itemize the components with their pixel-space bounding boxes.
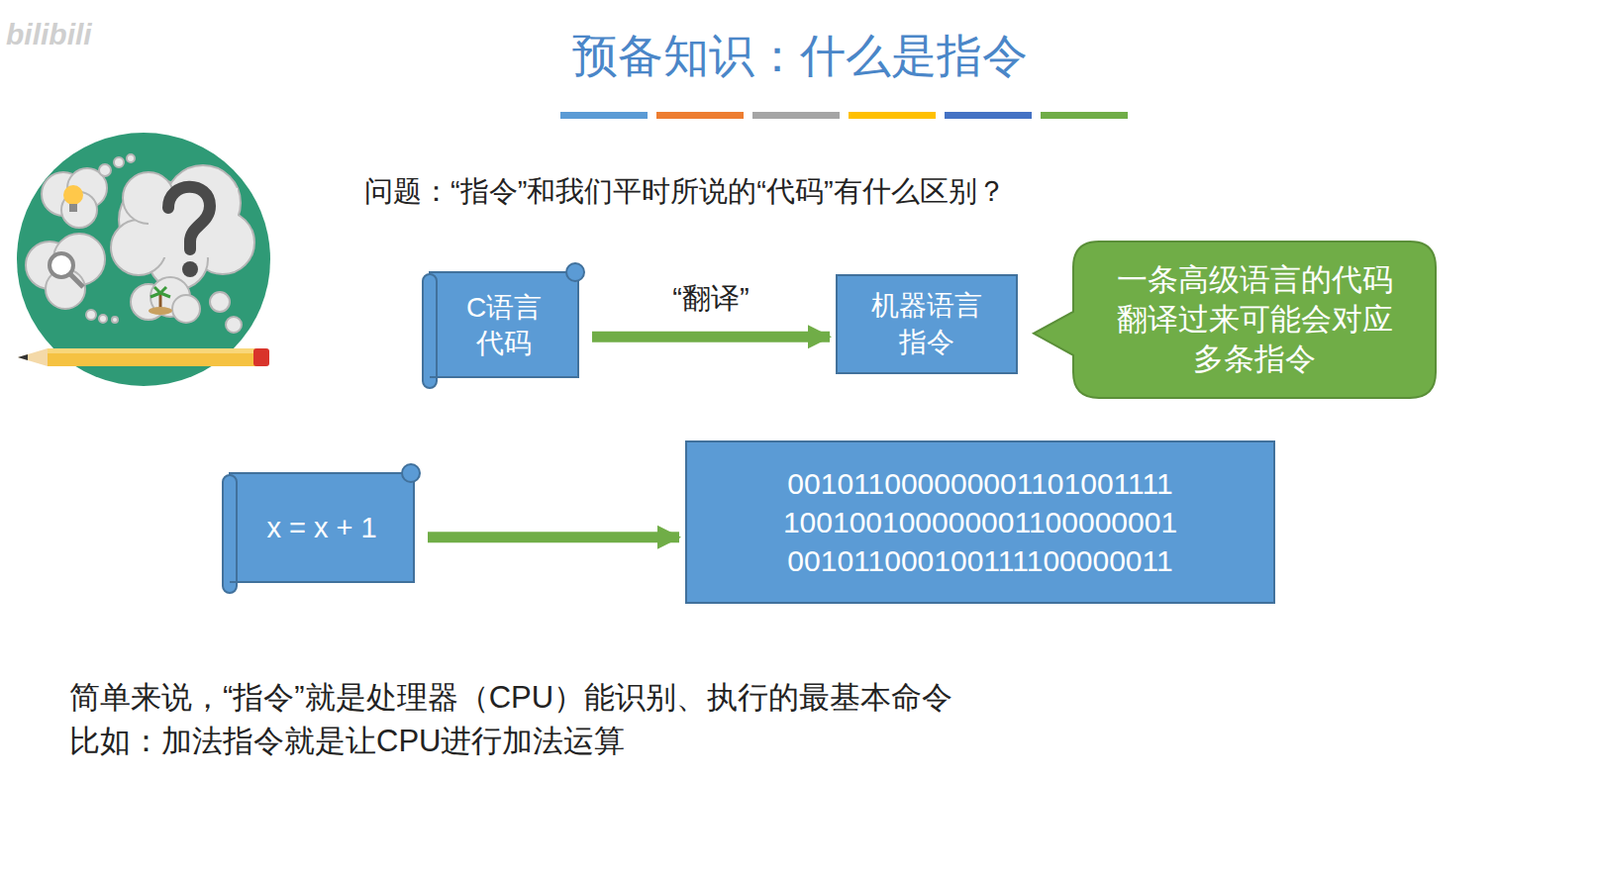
node-text: 001011000100111100000011 — [787, 541, 1173, 581]
slide-title: 预备知识：什么是指令 — [0, 25, 1600, 88]
note-text: 比如：加法指令就是让CPU进行加法运算 — [69, 720, 625, 763]
edge-label: “翻译” — [672, 279, 749, 319]
process-box: 0010110000000011010011111001001000000011… — [685, 440, 1276, 604]
arrow-connector — [592, 331, 830, 343]
scroll-box: C语言 代码 — [421, 262, 587, 390]
question-text: 问题：“指令”和我们平时所说的“代码”有什么区别？ — [364, 172, 1006, 212]
node-text: 100100100000001100000001 — [783, 502, 1178, 542]
title-underline — [560, 111, 1128, 119]
node-text: C语言 代码 — [451, 290, 557, 363]
process-box: 机器语言 指令 — [835, 274, 1018, 375]
scroll-box: x = x + 1 — [221, 463, 422, 595]
node-text: x = x + 1 — [266, 509, 377, 548]
watermark: bilibili — [5, 17, 93, 52]
arrow-connector — [427, 531, 680, 543]
node-outline — [421, 262, 587, 390]
note-text: 简单来说，“指令”就是处理器（CPU）能识别、执行的最基本命令 — [69, 677, 953, 719]
node-text: 001011000000001101001111 — [787, 464, 1173, 503]
thinking-icon — [16, 132, 271, 387]
node-text: 机器语言 指令 — [861, 288, 993, 361]
node-outline — [835, 274, 1018, 375]
node-text: 一条高级语言的代码翻译过来可能会对应多条指令 — [1106, 260, 1402, 381]
speech-callout: 一条高级语言的代码翻译过来可能会对应多条指令 — [1073, 241, 1436, 399]
